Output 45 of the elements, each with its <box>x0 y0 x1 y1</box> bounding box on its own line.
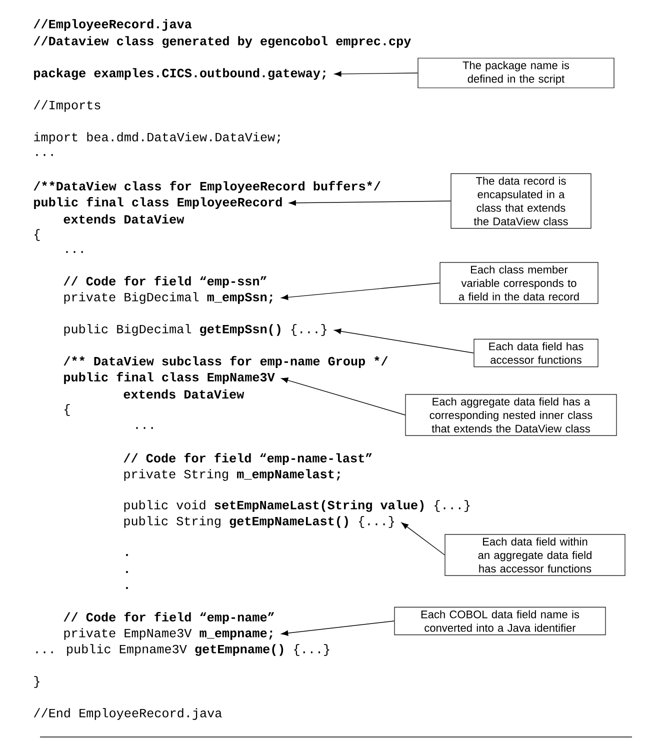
code-line: ... public Empname3V getEmpname() {...} <box>36 644 330 656</box>
code-line: private BigDecimal m_empSsn; <box>64 292 272 304</box>
code-line: /** DataView subclass for emp-name Group */ <box>64 356 388 368</box>
callout-box: Each data field has accessor functions <box>474 338 598 368</box>
code-line: ... <box>66 251 83 253</box>
code-line: /**DataView class for EmployeeRecord buffers*/ <box>34 181 380 193</box>
arrow <box>334 328 474 354</box>
callout-box: Each class member variable corresponds to a field in the data record <box>440 262 598 304</box>
arrow <box>334 71 418 77</box>
code-line: extends DataView <box>124 389 244 399</box>
arrow <box>289 200 452 206</box>
code-line: . <box>126 571 128 573</box>
arrow <box>401 522 446 556</box>
code-line: { <box>64 404 70 416</box>
code-line: ... <box>36 154 53 156</box>
arrow <box>281 378 406 416</box>
code-line: public void setEmpNameLast(String value) {...} <box>124 500 470 512</box>
callout-box: Each COBOL data field name is converted into a Java identifier <box>394 606 606 636</box>
code-line: public final class EmployeeRecord <box>34 197 282 209</box>
code-line: // Code for field “emp-name” <box>64 612 274 624</box>
callout-box: The package name is defined in the script <box>418 58 614 88</box>
code-line: ... <box>136 427 153 429</box>
code-line: package examples.CICS.outbound.gateway; <box>34 68 326 80</box>
code-line: //Imports <box>34 100 100 112</box>
callout-box: Each data field within an aggregate data field has accessor functions <box>444 534 626 576</box>
code-line: private String m_empNamelast; <box>124 469 340 481</box>
code-line: //EmployeeRecord.java <box>34 19 192 31</box>
code-line: public String getEmpNameLast() {...} <box>124 516 394 528</box>
code-line: // Code for field “emp-ssn” <box>64 276 266 288</box>
code-line: // Code for field “emp-name-last” <box>124 453 372 465</box>
callout-box: Each aggregate data field has a corresponding nested inner class that extends the DataView class <box>405 394 617 436</box>
code-line: private EmpName3V m_empname; <box>64 628 272 640</box>
code-line: //End EmployeeRecord.java <box>34 708 222 720</box>
code-line: extends DataView <box>64 214 184 224</box>
callout-box: The data record is encapsulated in a class that extends the DataView class <box>450 173 592 229</box>
code-line: . <box>126 587 128 589</box>
code-line: { <box>34 229 40 241</box>
code-line: } <box>34 676 40 688</box>
code-line: import bea.dmd.DataView.DataView; <box>34 132 280 144</box>
code-line: public final class EmpName3V <box>64 372 275 384</box>
code-line: public BigDecimal getEmpSsn() {...} <box>64 324 326 336</box>
arrow <box>281 620 395 636</box>
code-line: //Dataview class generated by egencobol emprec.cpy <box>34 36 411 48</box>
code-line: . <box>126 554 128 556</box>
arrow <box>281 282 440 300</box>
